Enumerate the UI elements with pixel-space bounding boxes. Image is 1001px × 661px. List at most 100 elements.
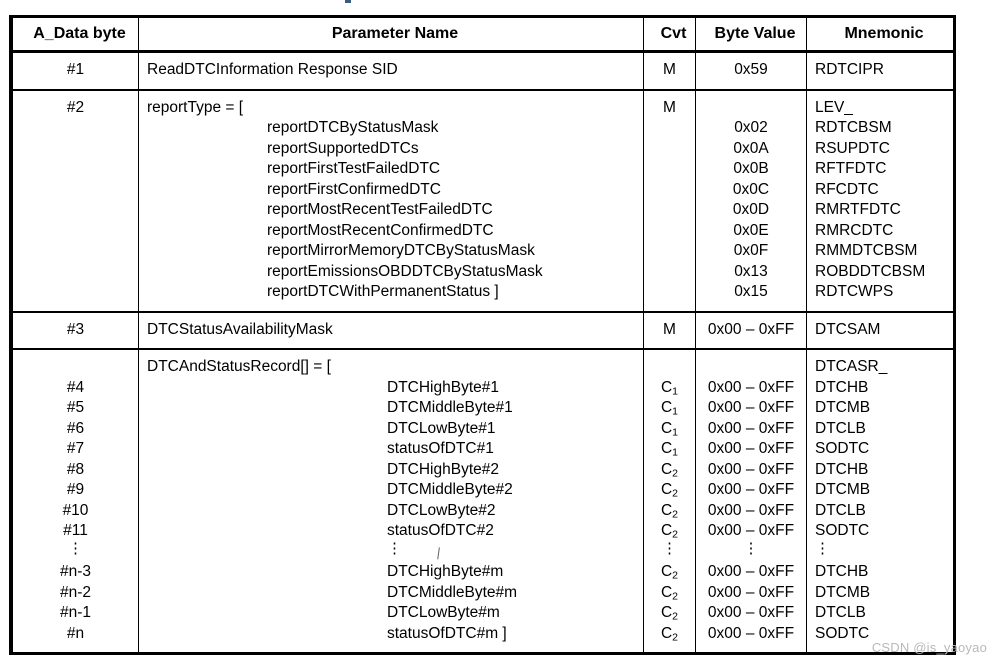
cell-value-3: 0x00 – 0xFF — [695, 310, 807, 350]
cell-value-4: 0x00 – 0xFF 0x00 – 0xFF 0x00 – 0xFF 0x00 – … — [695, 348, 807, 652]
dtc-record-item-cvt: C1 — [660, 399, 679, 418]
cell-mnemonic-2: LEV_ RDTCBSM RSUPDTC RFTFDTC RFCDTC RMRT… — [806, 88, 954, 313]
dtc-record-item-cvt: C2 — [660, 481, 679, 500]
cell-byte-2: #2 — [12, 88, 139, 313]
dtc-record-item-name: statusOfDTC#2 — [387, 522, 494, 539]
cell-cvt-2: M — [643, 88, 696, 313]
dtc-record-item-mnemonic: DTCHB — [815, 460, 869, 478]
cell-mnemonic-4: DTCASR_ DTCHB DTCMB DTCLB SODTC DTCHB DTCMB DTC… — [806, 348, 954, 652]
cell-value-1: 0x59 — [695, 50, 807, 91]
dtc-record-item-name: DTCLowByte#m — [387, 604, 500, 621]
cvt-subscript: 1 — [672, 405, 679, 418]
watermark-text: CSDN @is_yaoyao — [871, 640, 987, 655]
cell-byte-3: #3 — [12, 310, 139, 350]
cell-cvt-1: M — [643, 50, 696, 91]
dtc-record-item-name: DTCLowByte#2 — [387, 501, 496, 519]
cell-cvt-3: M — [643, 310, 696, 350]
dtc-record-item-value: 0x00 – 0xFF — [707, 399, 795, 416]
dtc-record-item-value: 0x00 – 0xFF — [707, 522, 795, 539]
column-header-cvt: Cvt — [643, 18, 696, 53]
dtc-record-item-cvt: C2 — [660, 563, 679, 582]
cvt-subscript: 1 — [672, 446, 679, 459]
cvt-subscript: 2 — [672, 508, 679, 521]
dtc-record-item-value: 0x00 – 0xFF — [707, 481, 795, 498]
dtc-record-header: DTCAndStatusRecord[] = [ — [147, 358, 331, 375]
dtc-record-item-name: DTCMiddleByte#2 — [387, 481, 513, 498]
dtc-record-item-byte: #11 — [63, 522, 88, 539]
cvt-subscript: 2 — [672, 569, 679, 582]
dtc-record-item-name: statusOfDTC#m ] — [387, 624, 507, 642]
dtc-record-item-byte: #n-2 — [59, 583, 92, 601]
dtc-record-item-name: DTCLowByte#1 — [387, 419, 496, 437]
cvt-subscript: 2 — [672, 467, 679, 480]
dtc-record-item-cvt: C2 — [660, 624, 679, 644]
ellipsis-row-name: ⋮ — [387, 539, 402, 557]
dtc-record-item-byte: #8 — [66, 460, 85, 478]
table-row-dtc-and-status-record: #4#5#6#7#8#9#10#11⋮#n-3#n-2#n-1#n DTCAnd… — [12, 348, 954, 652]
dtc-record-item-name: statusOfDTC#1 — [387, 440, 494, 457]
dtc-record-item-cvt: C1 — [660, 378, 679, 398]
dtc-record-item-mnemonic: DTCLB — [815, 604, 866, 621]
dtc-record-item-byte: #4 — [66, 378, 85, 396]
dtc-record-item-cvt: C2 — [660, 522, 679, 541]
cell-param-3: DTCStatusAvailabilityMask — [138, 310, 644, 350]
dtc-record-item-byte: #n-1 — [59, 604, 92, 621]
dtc-record-item-name: DTCHighByte#m — [387, 563, 504, 580]
table-row-sid: #1 ReadDTCInformation Response SID M 0x5… — [12, 50, 954, 91]
cell-param-2: reportType = [ reportDTCByStatusMask rep… — [138, 88, 644, 313]
column-header-parameter-name: Parameter Name — [138, 18, 644, 53]
table-row-status-availability-mask: #3 DTCStatusAvailabilityMask M 0x00 – 0x… — [12, 310, 954, 350]
dtc-record-item-value: 0x00 – 0xFF — [707, 563, 795, 580]
dtc-record-item-cvt: C2 — [660, 501, 679, 521]
dtc-record-item-name: DTCHighByte#2 — [387, 460, 499, 478]
dtc-record-item-value: 0x00 – 0xFF — [707, 501, 795, 519]
dtc-record-item-value: 0x00 – 0xFF — [707, 604, 795, 621]
cvt-subscript: 2 — [672, 631, 679, 644]
cell-mnemonic-1: RDTCIPR — [806, 50, 954, 91]
cell-value-2: 0x02 0x0A 0x0B 0x0C 0x0D 0x0E 0x0F 0x13 … — [695, 88, 807, 313]
dtc-record-item-cvt: C2 — [660, 604, 679, 623]
dtc-record-item-name: DTCMiddleByte#1 — [387, 399, 513, 416]
dtc-record-item-byte: #n-3 — [59, 563, 92, 580]
cvt-subscript: 2 — [672, 487, 679, 500]
dtc-record-item-value: 0x00 – 0xFF — [707, 440, 795, 457]
ellipsis-row-cvt: ⋮ — [662, 539, 677, 557]
dtc-record-item-mnemonic: DTCMB — [815, 481, 871, 498]
dtc-record-item-mnemonic: DTCMB — [815, 583, 871, 601]
dtc-record-item-cvt: C1 — [660, 419, 679, 439]
dtc-record-item-mnemonic: DTCHB — [815, 563, 869, 580]
dtc-record-item-byte: #6 — [66, 419, 85, 437]
dtc-record-item-name: DTCHighByte#1 — [387, 378, 499, 396]
cell-byte-4: #4#5#6#7#8#9#10#11⋮#n-3#n-2#n-1#n — [12, 348, 139, 652]
dtc-record-mnemonic-header: DTCASR_ — [815, 358, 888, 375]
dtc-record-item-byte: #10 — [62, 501, 89, 519]
dtc-record-item-mnemonic: DTCLB — [815, 501, 866, 519]
table-row-report-type: #2 reportType = [ reportDTCByStatusMask … — [12, 88, 954, 313]
column-header-mnemonic: Mnemonic — [806, 18, 954, 53]
uds-response-table: A_Data byte Parameter Name Cvt Byte Valu… — [9, 15, 956, 655]
cvt-subscript: 1 — [672, 385, 679, 398]
dtc-record-item-value: 0x00 – 0xFF — [707, 419, 795, 437]
cvt-subscript: 2 — [672, 590, 679, 603]
dtc-record-item-byte: #9 — [66, 481, 85, 498]
dtc-record-item-value: 0x00 – 0xFF — [707, 624, 795, 642]
cell-param-1: ReadDTCInformation Response SID — [138, 50, 644, 91]
parameter-table: A_Data byte Parameter Name Cvt Byte Valu… — [12, 18, 954, 652]
cvt-subscript: 2 — [672, 528, 679, 541]
dtc-record-item-mnemonic: DTCMB — [815, 399, 871, 416]
dtc-record-item-value: 0x00 – 0xFF — [707, 378, 795, 396]
dtc-record-item-byte: #5 — [66, 399, 85, 416]
cell-mnemonic-3: DTCSAM — [806, 310, 954, 350]
table-header-row: A_Data byte Parameter Name Cvt Byte Valu… — [12, 18, 954, 53]
dtc-record-item-cvt: C2 — [660, 583, 679, 603]
ellipsis-row-mnemonic: ⋮ — [815, 539, 830, 557]
column-header-a-data-byte: A_Data byte — [12, 18, 139, 53]
dtc-record-item-mnemonic: SODTC — [815, 624, 870, 642]
dtc-record-item-mnemonic: SODTC — [815, 440, 870, 457]
dtc-record-item-cvt: C2 — [660, 460, 679, 480]
ellipsis-row-byte: ⋮ — [68, 539, 83, 557]
cvt-subscript: 1 — [672, 426, 679, 439]
dtc-record-item-byte: #n — [66, 624, 85, 642]
